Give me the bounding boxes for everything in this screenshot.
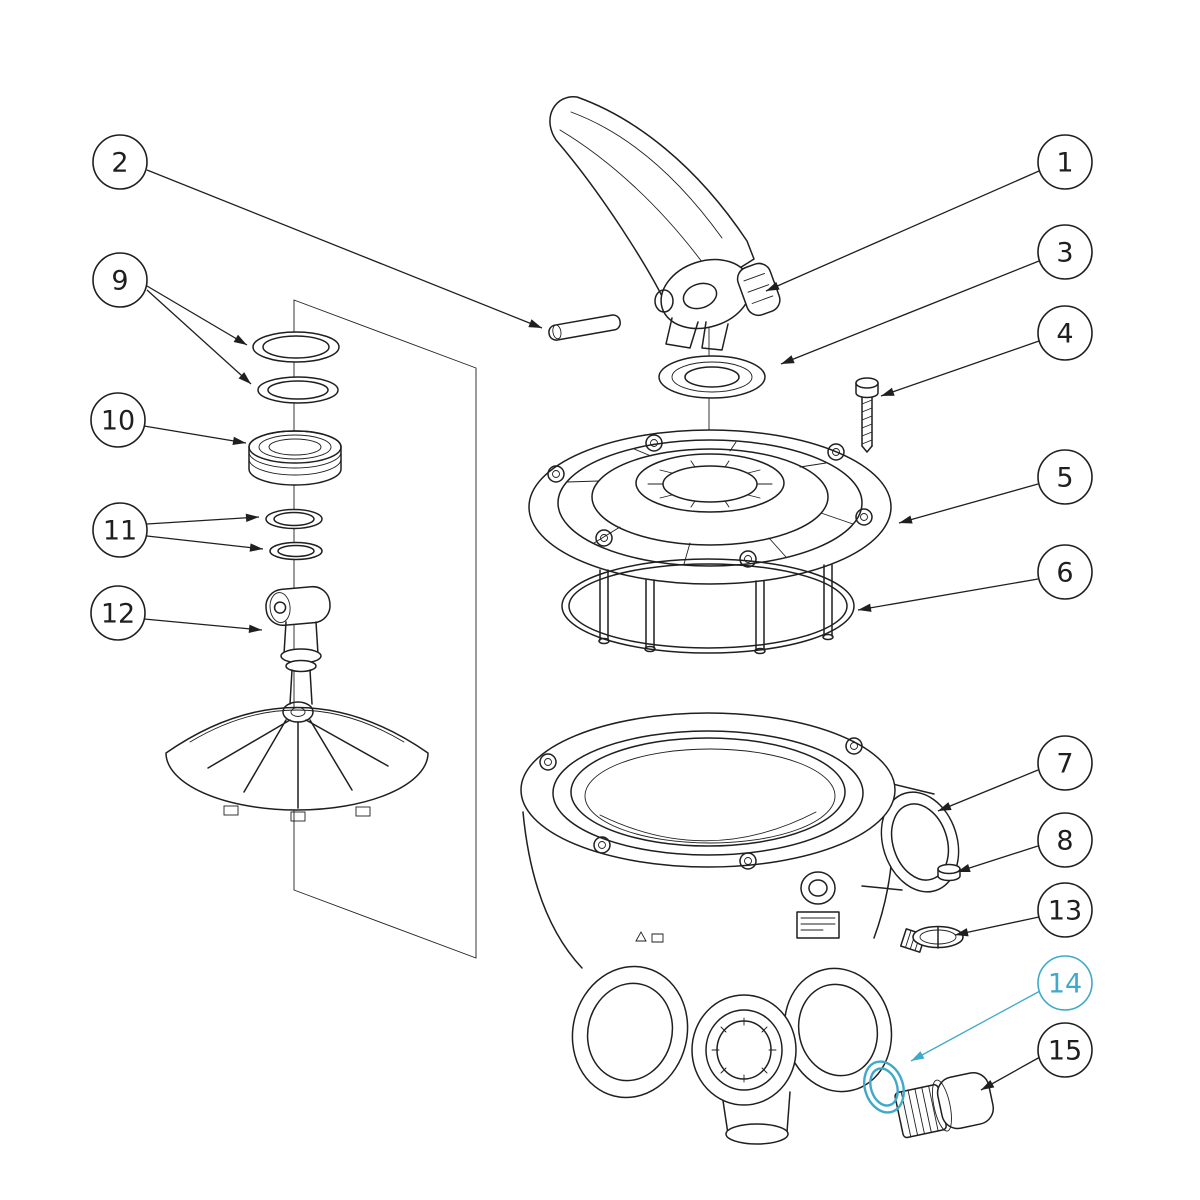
- callout-circle-9: [92, 252, 148, 308]
- part-12-diverter: [165, 585, 429, 822]
- part-14-oring-highlighted: [863, 1060, 905, 1114]
- part-7-valve-body: [520, 712, 960, 1145]
- callout-4: 4: [880, 305, 1093, 397]
- callout-number-14: 14: [1048, 969, 1082, 1000]
- leader-arrowhead: [881, 387, 895, 396]
- leader-arrowhead: [781, 355, 795, 364]
- part-10-seal-stack: [248, 430, 342, 486]
- callout-5: 5: [898, 449, 1093, 524]
- part-2-pin: [548, 314, 621, 341]
- callout-circle-14: [1037, 955, 1093, 1011]
- leader-arrowhead: [233, 334, 247, 345]
- leader-arrowhead: [766, 281, 780, 291]
- leader-arrowhead: [858, 603, 872, 612]
- leader-arrowhead: [957, 864, 971, 873]
- callout-circle-15: [1037, 1022, 1093, 1078]
- leader-line: [937, 769, 1039, 812]
- callout-number-13: 13: [1048, 896, 1082, 927]
- callout-circle-3: [1037, 224, 1093, 280]
- callout-number-15: 15: [1048, 1036, 1082, 1067]
- callout-number-7: 7: [1056, 749, 1073, 780]
- callout-number-9: 9: [111, 266, 128, 297]
- part-3-washer: [658, 355, 766, 399]
- leader-arrowhead: [981, 1079, 995, 1090]
- callout-13: 13: [954, 882, 1093, 938]
- callout-7: 7: [937, 735, 1093, 812]
- callout-circle-13: [1037, 882, 1093, 938]
- leader-arrowhead: [248, 624, 262, 633]
- callout-3: 3: [780, 224, 1093, 365]
- callout-circle-1: [1037, 134, 1093, 190]
- part-9-rings: [252, 331, 340, 404]
- callout-circle-6: [1037, 544, 1093, 600]
- leader-line: [143, 425, 247, 444]
- callout-number-5: 5: [1056, 463, 1073, 494]
- lid-bolt-holes: [547, 434, 873, 568]
- part-15-cap: [894, 1071, 995, 1139]
- callout-11: 11: [92, 502, 264, 558]
- leader-line: [954, 916, 1040, 936]
- leader-line: [143, 618, 263, 631]
- callout-circle-12: [90, 585, 146, 641]
- leader-arrowhead: [245, 513, 259, 523]
- leader-line: [898, 483, 1039, 524]
- leader-line: [146, 535, 264, 550]
- callout-number-12: 12: [101, 599, 135, 630]
- callout-number-8: 8: [1056, 826, 1073, 857]
- callout-circle-7: [1037, 735, 1093, 791]
- part-5-lid: [528, 429, 892, 655]
- leader-line: [910, 990, 1041, 1062]
- leader-line: [146, 516, 260, 525]
- leader-arrowhead: [238, 372, 251, 384]
- body-markings: [635, 931, 664, 943]
- callout-2: 2: [92, 134, 543, 329]
- leader-arrowhead: [955, 928, 969, 937]
- callout-number-1: 1: [1056, 148, 1073, 179]
- leader-arrowhead: [938, 802, 952, 811]
- callout-number-6: 6: [1056, 558, 1073, 589]
- body-bolt-holes: [539, 737, 863, 870]
- callout-15: 15: [980, 1022, 1093, 1091]
- callout-8: 8: [956, 812, 1093, 873]
- callout-6: 6: [857, 544, 1093, 612]
- part-4-screw: [855, 377, 879, 453]
- callout-10: 10: [90, 392, 247, 448]
- leader-line: [765, 170, 1040, 292]
- leader-line: [146, 169, 543, 329]
- callout-circle-5: [1037, 449, 1093, 505]
- part-1-handle: [549, 96, 781, 351]
- leader-arrowhead: [249, 543, 263, 552]
- callout-circle-4: [1037, 305, 1093, 361]
- leader-line: [956, 845, 1039, 873]
- callout-9: 9: [92, 252, 252, 385]
- callout-number-10: 10: [101, 406, 135, 437]
- callout-1: 1: [765, 134, 1093, 292]
- leader-arrowhead: [911, 1051, 925, 1061]
- leader-arrowhead: [232, 436, 246, 446]
- callout-14: 14: [910, 955, 1093, 1062]
- part-8-nut: [937, 863, 961, 882]
- callout-number-2: 2: [111, 148, 128, 179]
- callout-number-11: 11: [103, 516, 137, 547]
- callout-circle-10: [90, 392, 146, 448]
- leader-arrowhead: [528, 319, 542, 328]
- part-6-oring: [561, 558, 855, 654]
- part-11-small-rings: [265, 508, 323, 561]
- callout-number-3: 3: [1056, 238, 1073, 269]
- part-13-drain-plug: [899, 925, 964, 953]
- boundary-panel: [293, 299, 477, 959]
- callout-circle-2: [92, 134, 148, 190]
- callout-12: 12: [90, 585, 263, 641]
- callout-circle-11: [92, 502, 148, 558]
- leader-line: [880, 340, 1040, 397]
- callout-number-4: 4: [1056, 319, 1073, 350]
- leader-line: [857, 578, 1039, 611]
- leader-line: [146, 285, 248, 346]
- leader-line: [146, 289, 252, 385]
- leader-arrowhead: [899, 515, 913, 524]
- leader-line: [780, 260, 1040, 365]
- callout-circle-8: [1037, 812, 1093, 868]
